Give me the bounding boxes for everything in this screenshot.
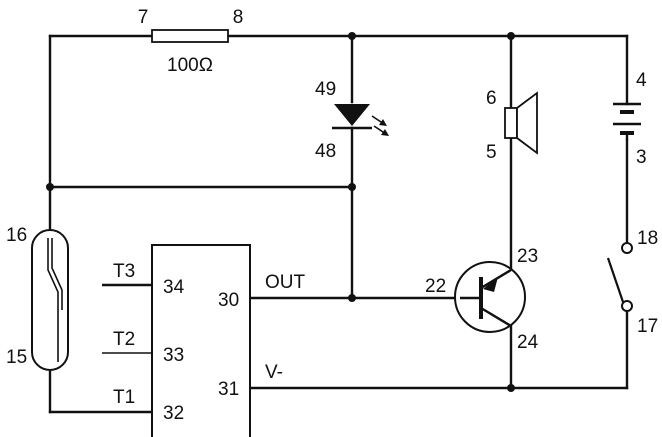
chip-pin-number-30: 30 <box>218 290 239 311</box>
reed-switch-pin-top: 16 <box>6 225 27 246</box>
transistor-emitter <box>480 306 512 328</box>
switch: 18 17 <box>606 228 658 337</box>
reed-switch-capsule <box>31 229 69 371</box>
resistor-body <box>151 29 229 43</box>
led: 49 48 <box>315 79 389 162</box>
transistor-pin-collector: 23 <box>517 246 538 267</box>
transistor-arrow-icon <box>483 277 498 292</box>
speaker-pin-top: 6 <box>486 88 497 109</box>
led-pin-top: 49 <box>315 79 336 100</box>
transistor-body <box>454 261 526 333</box>
junction-dot <box>348 183 356 191</box>
junction-dot <box>348 294 356 302</box>
resistor: 7 8 100Ω <box>138 7 244 76</box>
reed-contact-left <box>47 238 59 362</box>
battery: 4 3 <box>613 70 647 168</box>
chip-pin-label-t2: T2 <box>113 329 135 350</box>
battery-pin-bottom: 3 <box>636 147 647 168</box>
junction-dot <box>507 384 515 392</box>
led-pin-bottom: 48 <box>315 141 336 162</box>
speaker-pin-bottom: 5 <box>486 142 497 163</box>
resistor-pin-left: 7 <box>138 7 149 28</box>
switch-lever <box>606 257 625 303</box>
chip-pin-number-33: 33 <box>163 345 184 366</box>
chip-pin-label-vminus: V- <box>265 362 283 383</box>
speaker: 6 5 <box>486 88 538 163</box>
reed-switch-pin-bottom: 15 <box>6 347 27 368</box>
chip: T3 T2 T1 OUT V- 34 33 32 30 31 <box>102 244 306 437</box>
led-light-arrows-icon <box>371 115 389 136</box>
chip-pin-number-34: 34 <box>163 277 185 298</box>
transistor: 22 23 24 <box>425 246 539 353</box>
chip-pin-number-32: 32 <box>163 403 184 424</box>
junction-dot <box>507 32 515 40</box>
junction-dot <box>348 32 356 40</box>
switch-contact-top <box>621 242 633 254</box>
transistor-pin-base: 22 <box>425 276 446 297</box>
resistor-pin-right: 8 <box>233 7 244 28</box>
transistor-pin-emitter: 24 <box>517 332 539 353</box>
led-triangle <box>334 104 370 126</box>
switch-pin-bottom: 17 <box>637 316 658 337</box>
junctions <box>46 32 515 392</box>
reed-contact-right <box>51 238 63 310</box>
chip-body <box>151 244 251 437</box>
chip-pin-label-out: OUT <box>265 272 306 293</box>
switch-pin-top: 18 <box>637 228 658 249</box>
battery-pin-top: 4 <box>636 70 647 91</box>
speaker-cone <box>516 91 538 155</box>
switch-contact-bottom <box>621 300 633 312</box>
wires <box>48 34 629 414</box>
speaker-coil <box>504 107 518 139</box>
junction-dot <box>46 183 54 191</box>
chip-pin-label-t3: T3 <box>113 261 135 282</box>
resistor-value: 100Ω <box>167 55 213 76</box>
chip-pin-label-t1: T1 <box>113 387 135 408</box>
chip-pin-number-31: 31 <box>218 379 239 400</box>
reed-switch: 16 15 <box>6 225 69 371</box>
